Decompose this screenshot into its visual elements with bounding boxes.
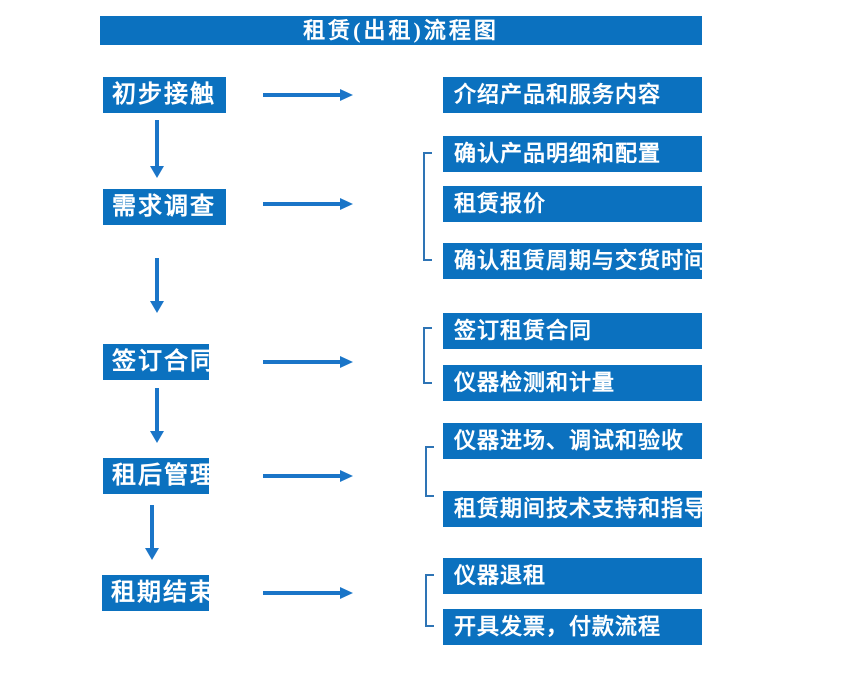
arrow-shaft — [263, 360, 341, 364]
arrow-head — [150, 431, 164, 443]
arrow-shaft — [155, 388, 159, 431]
arrow-head — [150, 301, 164, 313]
arrow-down-icon — [150, 388, 164, 443]
arrow-shaft — [155, 120, 159, 166]
bracket-icon — [425, 574, 434, 627]
bracket-icon — [423, 327, 432, 384]
detail-confirm-rental-period: 确认租赁周期与交货时间 — [443, 243, 706, 279]
stage-rental-period-end: 租期结束 — [102, 575, 213, 611]
arrow-shaft — [155, 258, 159, 301]
arrow-shaft — [263, 591, 341, 595]
arrow-head — [340, 587, 353, 599]
arrow-shaft — [263, 474, 341, 478]
detail-rental-quotation: 租赁报价 — [443, 186, 702, 222]
stage-demand-survey: 需求调查 — [103, 189, 226, 225]
arrow-shaft — [263, 202, 341, 206]
detail-instrument-testing: 仪器检测和计量 — [443, 365, 702, 401]
arrow-down-icon — [150, 120, 164, 178]
stage-initial-contact: 初步接触 — [103, 77, 226, 113]
detail-instrument-setup-acceptance: 仪器进场、调试和验收 — [443, 423, 702, 459]
bracket-icon — [425, 446, 434, 497]
detail-invoice-payment-process: 开具发票，付款流程 — [443, 609, 702, 645]
stage-sign-contract: 签订合同 — [103, 344, 214, 380]
arrow-right-icon — [263, 89, 353, 101]
arrow-right-icon — [263, 587, 353, 599]
arrow-down-icon — [145, 505, 159, 560]
arrow-head — [145, 548, 159, 560]
page-title: 租赁(出租)流程图 — [100, 16, 702, 45]
arrow-right-icon — [263, 470, 353, 482]
arrow-shaft — [263, 93, 341, 97]
arrow-head — [340, 470, 353, 482]
bracket-icon — [423, 152, 432, 261]
arrow-right-icon — [263, 356, 353, 368]
detail-introduce-products-services: 介绍产品和服务内容 — [443, 77, 702, 113]
detail-confirm-product-config: 确认产品明细和配置 — [443, 136, 702, 172]
arrow-head — [340, 89, 353, 101]
detail-instrument-return: 仪器退租 — [443, 558, 702, 594]
detail-rental-tech-support: 租赁期间技术支持和指导 — [443, 491, 706, 527]
stage-post-rental-management: 租后管理 — [103, 458, 214, 494]
detail-sign-rental-contract: 签订租赁合同 — [443, 313, 702, 349]
arrow-head — [340, 198, 353, 210]
arrow-head — [150, 166, 164, 178]
arrow-head — [340, 356, 353, 368]
arrow-right-icon — [263, 198, 353, 210]
arrow-shaft — [150, 505, 154, 548]
arrow-down-icon — [150, 258, 164, 313]
